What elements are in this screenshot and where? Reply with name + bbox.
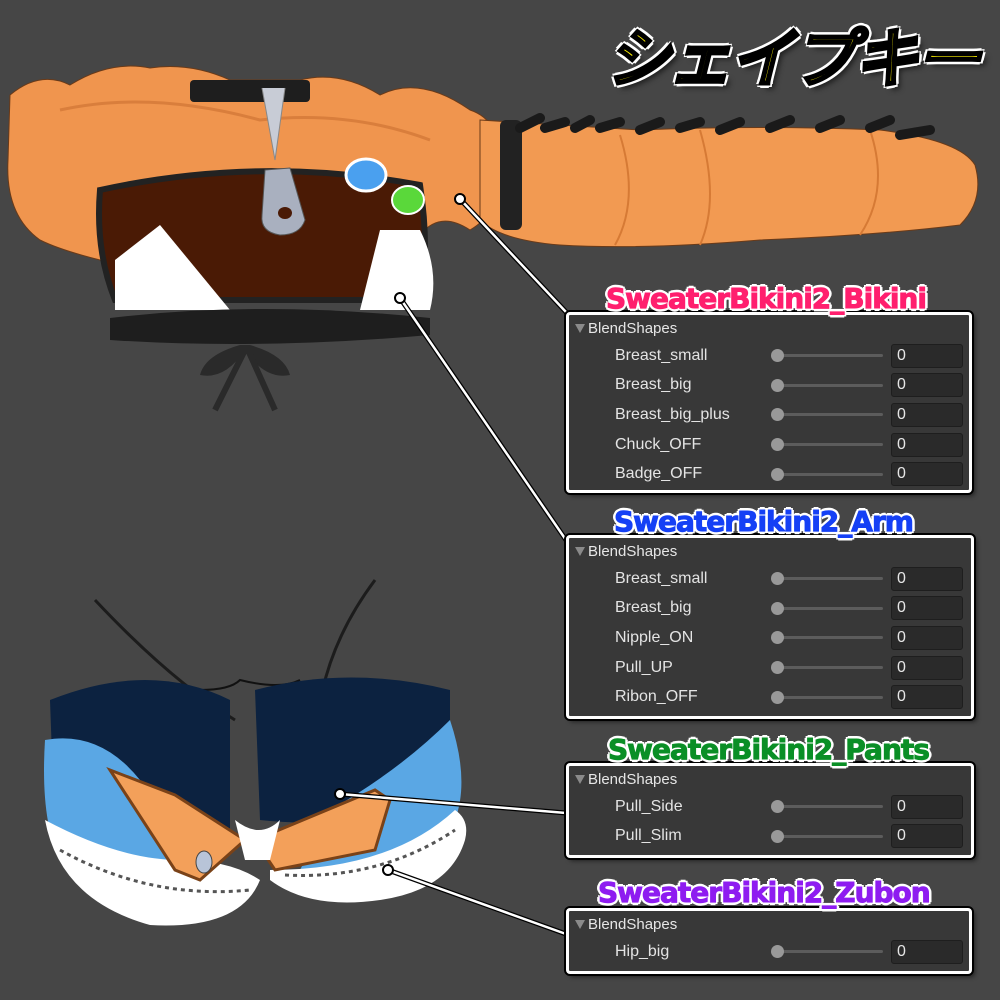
blendshape-value-field[interactable]: 0: [891, 685, 963, 710]
blendshapes-panel-bikini: BlendShapes Breast_small 0 Breast_big 0 …: [566, 312, 972, 493]
blendshape-slider[interactable]: [771, 661, 883, 675]
slider-knob[interactable]: [771, 572, 784, 586]
foldout-triangle-icon: [575, 919, 585, 929]
blendshapes-foldout[interactable]: BlendShapes: [569, 911, 969, 937]
blendshape-value-field[interactable]: 0: [891, 655, 963, 680]
blendshape-row: Breast_big 0: [569, 594, 971, 624]
blendshape-row: Pull_Side 0: [569, 792, 971, 822]
slider-knob[interactable]: [771, 661, 784, 675]
blendshape-slider[interactable]: [771, 572, 883, 586]
section-label: BlendShapes: [588, 770, 678, 788]
slider-knob[interactable]: [771, 601, 784, 615]
foldout-triangle-icon: [575, 774, 585, 784]
blendshape-label: Badge_OFF: [615, 465, 703, 483]
blendshape-value-field[interactable]: 0: [891, 402, 963, 427]
blendshape-slider[interactable]: [771, 349, 883, 363]
blendshape-label: Pull_Side: [615, 797, 683, 815]
blendshape-label: Breast_big_plus: [615, 405, 730, 423]
slider-knob[interactable]: [771, 800, 784, 814]
blendshape-label: Ribon_OFF: [615, 688, 698, 706]
blendshape-slider[interactable]: [771, 690, 883, 704]
blendshape-row: Ribon_OFF 0: [569, 682, 971, 712]
blendshapes-foldout[interactable]: BlendShapes: [569, 766, 971, 792]
blendshape-label: Nipple_ON: [615, 628, 694, 646]
blendshape-slider[interactable]: [771, 945, 883, 959]
blendshapes-foldout[interactable]: BlendShapes: [569, 315, 969, 341]
blendshapes-panel-pants: BlendShapes Pull_Side 0 Pull_Slim 0: [566, 763, 974, 858]
blendshape-row: Breast_big_plus 0: [569, 400, 969, 430]
blendshape-slider[interactable]: [771, 438, 883, 452]
blendshape-value-field[interactable]: 0: [891, 373, 963, 398]
section-label: BlendShapes: [588, 915, 678, 933]
foldout-triangle-icon: [575, 546, 585, 556]
slider-knob[interactable]: [771, 408, 784, 422]
page-title: シェイプキー: [605, 22, 982, 99]
pants-illustration: [44, 579, 467, 926]
blendshape-value-field[interactable]: 0: [891, 794, 963, 819]
blendshape-label: Pull_UP: [615, 658, 673, 676]
foldout-triangle-icon: [575, 323, 585, 333]
section-label: BlendShapes: [588, 542, 678, 560]
slider-knob[interactable]: [771, 631, 784, 645]
blendshape-row: Hip_big 0: [569, 937, 969, 967]
blendshape-row: Breast_small 0: [569, 341, 969, 371]
blendshape-label: Breast_big: [615, 376, 692, 394]
blendshape-label: Breast_big: [615, 599, 692, 617]
section-label: BlendShapes: [588, 319, 678, 337]
blendshape-slider[interactable]: [771, 631, 883, 645]
blendshapes-panel-zubon: BlendShapes Hip_big 0: [566, 908, 972, 974]
slider-knob[interactable]: [771, 349, 784, 363]
blendshape-label: Chuck_OFF: [615, 435, 702, 453]
blendshape-value-field[interactable]: 0: [891, 824, 963, 849]
blendshape-row: Nipple_ON 0: [569, 623, 971, 653]
panel-title-bikini: SweaterBikini2_Bikini: [606, 282, 928, 316]
blendshape-label: Breast_small: [615, 569, 708, 587]
panel-title-pants: SweaterBikini2_Pants: [608, 733, 931, 767]
panel-title-arm: SweaterBikini2_Arm: [614, 505, 915, 539]
blendshape-label: Pull_Slim: [615, 827, 682, 845]
slider-knob[interactable]: [771, 467, 784, 481]
blendshape-row: Pull_Slim 0: [569, 822, 971, 852]
blendshape-slider[interactable]: [771, 378, 883, 392]
panel-title-zubon: SweaterBikini2_Zubon: [598, 876, 932, 910]
slider-knob[interactable]: [771, 690, 784, 704]
blendshape-label: Breast_small: [615, 346, 708, 364]
blendshape-row: Breast_big 0: [569, 371, 969, 401]
blendshape-row: Breast_small 0: [569, 564, 971, 594]
slider-knob[interactable]: [771, 438, 784, 452]
blendshape-slider[interactable]: [771, 829, 883, 843]
blendshape-value-field[interactable]: 0: [891, 939, 963, 964]
blendshape-slider[interactable]: [771, 408, 883, 422]
blendshape-row: Chuck_OFF 0: [569, 430, 969, 460]
blendshape-value-field[interactable]: 0: [891, 343, 963, 368]
blendshape-value-field[interactable]: 0: [891, 566, 963, 591]
blendshape-value-field[interactable]: 0: [891, 462, 963, 487]
blendshape-row: Pull_UP 0: [569, 653, 971, 683]
blendshape-value-field[interactable]: 0: [891, 625, 963, 650]
leader-lines: [334, 193, 569, 937]
blendshapes-foldout[interactable]: BlendShapes: [569, 538, 971, 564]
blendshape-slider[interactable]: [771, 601, 883, 615]
blendshape-value-field[interactable]: 0: [891, 596, 963, 621]
blendshape-row: Badge_OFF 0: [569, 459, 969, 489]
blendshape-slider[interactable]: [771, 800, 883, 814]
blendshape-label: Hip_big: [615, 942, 670, 960]
slider-knob[interactable]: [771, 378, 784, 392]
blendshape-value-field[interactable]: 0: [891, 432, 963, 457]
blendshapes-panel-arm: BlendShapes Breast_small 0 Breast_big 0 …: [566, 535, 974, 719]
slider-knob[interactable]: [771, 829, 784, 843]
blendshape-slider[interactable]: [771, 467, 883, 481]
slider-knob[interactable]: [771, 945, 784, 959]
